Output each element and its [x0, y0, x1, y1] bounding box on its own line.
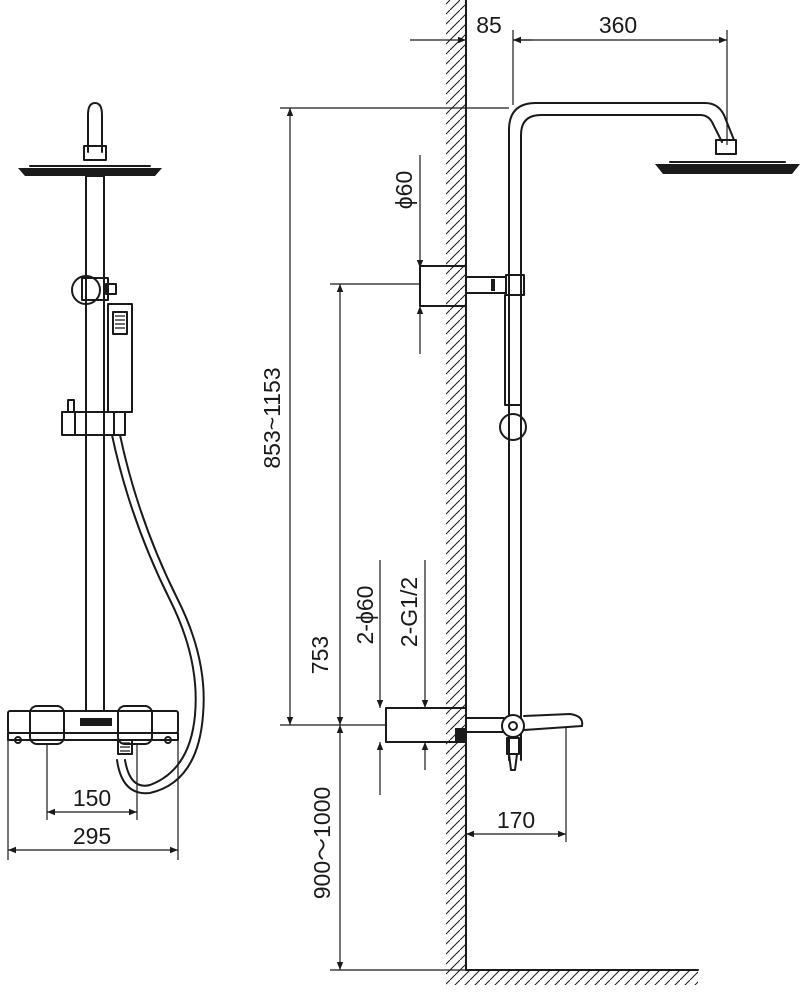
- front-wall-bracket: [71, 275, 117, 305]
- dim-height-adjust: 853~1153: [259, 107, 509, 726]
- wall-section: [446, 0, 699, 985]
- front-hand-shower: [107, 303, 133, 413]
- dim-arm-reach-label: 360: [599, 12, 637, 38]
- side-wall-bracket: [419, 265, 525, 307]
- dim-valve-width: 295: [7, 740, 179, 860]
- side-hand-shower: [499, 294, 527, 441]
- dim-install-height: 900～1000: [309, 725, 466, 971]
- dim-height-adjust-label: 853~1153: [259, 367, 285, 468]
- front-view: 150 295: [7, 102, 205, 860]
- dim-spout-projection: 170: [466, 728, 567, 842]
- dim-valve-width-label: 295: [73, 823, 111, 849]
- dim-wall-offset: 85: [410, 12, 532, 105]
- dim-inlet-diameter: 2-ϕ60: [352, 560, 384, 795]
- side-view: 85 360 ϕ60 853~1153 753 2-: [259, 0, 800, 985]
- dim-inlet-thread-label: 2-G1/2: [396, 577, 422, 647]
- dim-head-pipe-diameter: ϕ60: [391, 155, 424, 354]
- dim-inlet-thread: 2-G1/2: [396, 560, 429, 770]
- dim-valve-spacing-label: 150: [73, 785, 111, 811]
- dim-wall-offset-label: 85: [476, 12, 502, 38]
- front-mixer-body: [7, 705, 179, 755]
- dim-valve-spacing: 150: [46, 744, 138, 820]
- dim-install-height-label: 900～1000: [309, 787, 335, 900]
- front-shower-head: [18, 102, 162, 176]
- dim-bracket-height-label: 753: [307, 636, 333, 674]
- front-hose: [111, 434, 205, 795]
- dim-spout-projection-label: 170: [497, 807, 535, 833]
- dim-inlet-diameter-label: 2-ϕ60: [352, 586, 378, 645]
- front-riser-pipe: [85, 175, 105, 712]
- dim-arm-reach: 360: [513, 12, 728, 145]
- front-slide-holder: [61, 399, 126, 436]
- dim-head-pipe-diameter-label: ϕ60: [391, 171, 417, 209]
- side-mixer-body: [385, 707, 584, 771]
- dim-bracket-height: 753: [307, 283, 420, 725]
- side-riser-and-arm: [508, 102, 800, 761]
